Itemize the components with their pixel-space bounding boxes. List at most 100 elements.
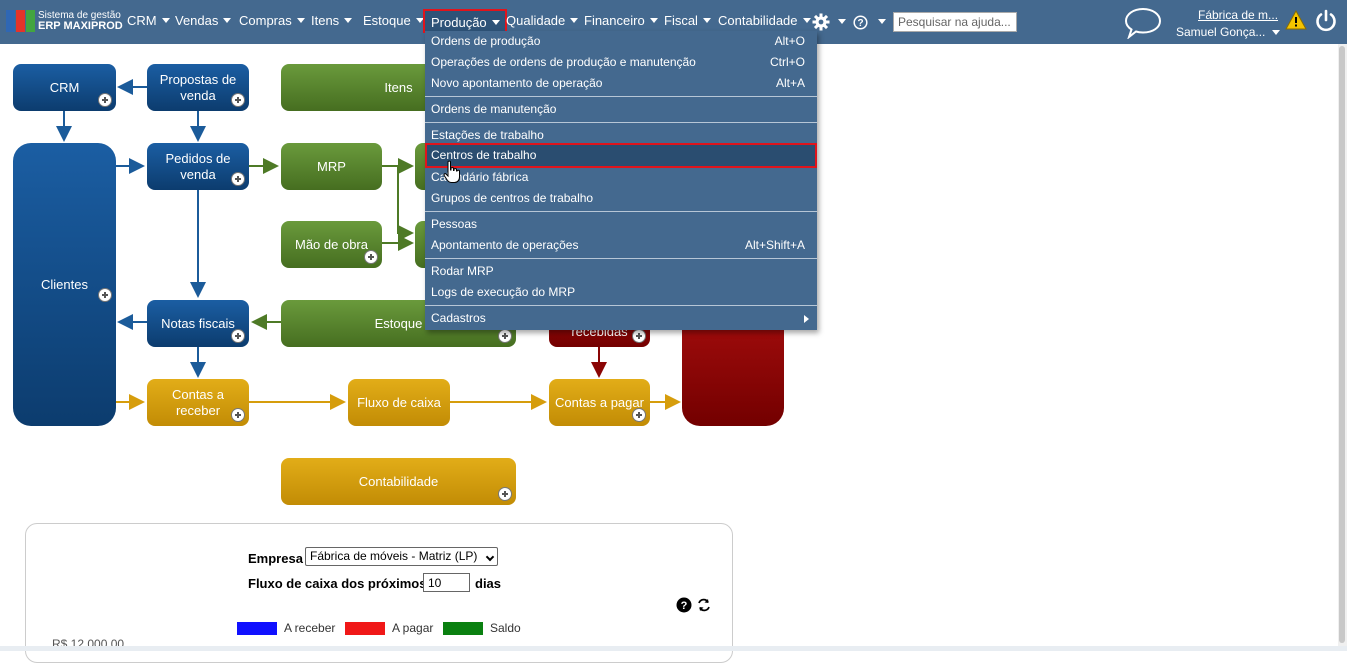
power-icon[interactable] <box>1314 9 1338 38</box>
add-icon[interactable] <box>231 172 245 186</box>
chevron-down-icon <box>415 18 424 23</box>
node-contas-receber-label: Contas a receber <box>171 386 225 418</box>
menu-crm[interactable]: CRM <box>127 11 170 31</box>
add-icon[interactable] <box>231 329 245 343</box>
logo-square-green <box>26 10 35 32</box>
menu-compras-label: Compras <box>239 13 292 28</box>
menu-financeiro[interactable]: Financeiro <box>584 11 658 31</box>
add-icon[interactable] <box>231 93 245 107</box>
user-chevron-down-icon[interactable] <box>1272 30 1280 35</box>
menu-item-label: Ordens de manutenção <box>431 102 557 116</box>
menu-item-shortcut: Alt+O <box>774 34 805 48</box>
add-icon[interactable] <box>632 329 646 343</box>
menu-fiscal[interactable]: Fiscal <box>664 11 711 31</box>
node-contabilidade-label: Contabilidade <box>358 473 439 489</box>
empresa-select[interactable]: Fábrica de móveis - Matriz (LP) <box>305 547 498 566</box>
chevron-down-icon <box>296 18 305 23</box>
node-fluxo-de-caixa[interactable]: Fluxo de caixa <box>348 379 450 426</box>
menu-item-label: Logs de execução do MRP <box>431 285 576 299</box>
node-pedidos-de-venda[interactable]: Pedidos de venda <box>147 143 249 190</box>
menu-item-label: Centros de trabalho <box>431 148 537 162</box>
legend-swatch-a-receber <box>237 622 277 635</box>
dias-input[interactable] <box>423 573 470 592</box>
menu-item-rodar-mrp[interactable]: Rodar MRP <box>425 261 817 282</box>
add-icon[interactable] <box>98 288 112 302</box>
menu-item-centros-de-trabalho[interactable]: Centros de trabalho <box>425 145 817 166</box>
chat-bubble-icon[interactable] <box>1124 7 1162 44</box>
settings-chevron-down-icon[interactable] <box>838 19 846 24</box>
menu-item-ordens-de-manutencao[interactable]: Ordens de manutenção <box>425 99 817 120</box>
help-chevron-down-icon[interactable] <box>878 19 886 24</box>
node-notas-fiscais-label: Notas fiscais <box>161 315 235 331</box>
menu-item-pessoas[interactable]: Pessoas <box>425 214 817 235</box>
menu-producao-label: Produção <box>431 15 487 30</box>
node-mao-de-obra-label: Mão de obra <box>295 236 368 252</box>
menu-item-logs-mrp[interactable]: Logs de execução do MRP <box>425 282 817 303</box>
add-icon[interactable] <box>498 329 512 343</box>
add-icon[interactable] <box>498 487 512 501</box>
menu-divider <box>425 258 817 259</box>
logo-square-red <box>16 10 25 32</box>
node-estoque-label: Estoque <box>374 315 423 331</box>
menu-item-label: Operações de ordens de produção e manute… <box>431 55 696 69</box>
chevron-down-icon <box>161 18 170 23</box>
company-link[interactable]: Fábrica de m... <box>1198 8 1279 22</box>
menu-item-estacoes-de-trabalho[interactable]: Estações de trabalho <box>425 125 817 146</box>
chevron-down-icon <box>649 18 658 23</box>
menu-item-label: Estações de trabalho <box>431 128 544 142</box>
menu-divider <box>425 211 817 212</box>
menu-item-shortcut: Alt+Shift+A <box>744 238 805 252</box>
scrollbar-thumb[interactable] <box>1339 46 1345 643</box>
node-pedidos-label: Pedidos de venda <box>165 150 231 182</box>
menu-item-operacoes-ordens[interactable]: Operações de ordens de produção e manute… <box>425 52 817 73</box>
node-propostas-de-venda[interactable]: Propostas de venda <box>147 64 249 111</box>
node-crm[interactable]: CRM <box>13 64 116 111</box>
node-clientes-label: Clientes <box>41 276 88 292</box>
node-mao-de-obra[interactable]: Mão de obra <box>281 221 382 268</box>
menu-estoque[interactable]: Estoque <box>363 11 424 31</box>
menu-item-grupos-centros[interactable]: Grupos de centros de trabalho <box>425 188 817 209</box>
help-circle-icon[interactable]: ? <box>676 597 692 618</box>
user-name[interactable]: Samuel Gonça... <box>1176 25 1266 39</box>
node-mrp[interactable]: MRP <box>281 143 382 190</box>
refresh-icon[interactable] <box>696 597 712 618</box>
chevron-right-icon <box>804 315 809 323</box>
add-icon[interactable] <box>98 93 112 107</box>
node-contas-a-receber[interactable]: Contas a receber <box>147 379 249 426</box>
node-contas-a-pagar[interactable]: Contas a pagar <box>549 379 650 426</box>
menu-compras[interactable]: Compras <box>239 11 305 31</box>
svg-text:?: ? <box>681 600 688 612</box>
logo-line2: ERP MAXIPROD <box>38 20 123 32</box>
fluxo-label: Fluxo de caixa dos próximos <box>248 576 427 591</box>
menu-vendas[interactable]: Vendas <box>175 11 232 31</box>
menu-producao[interactable]: Produção <box>423 9 507 33</box>
menu-item-label: Rodar MRP <box>431 264 494 278</box>
logo-line1: Sistema de gestão <box>38 10 121 21</box>
menu-itens[interactable]: Itens <box>311 11 353 31</box>
add-icon[interactable] <box>364 250 378 264</box>
flow-connectors <box>56 79 681 410</box>
maxiprod-logo[interactable] <box>6 10 35 32</box>
add-icon[interactable] <box>632 408 646 422</box>
node-crm-label: CRM <box>49 79 80 95</box>
menu-item-calendario-fabrica[interactable]: Calendário fábrica <box>425 167 817 188</box>
add-icon[interactable] <box>231 408 245 422</box>
help-icon[interactable]: ? <box>853 15 868 35</box>
menu-item-label: Grupos de centros de trabalho <box>431 191 594 205</box>
chevron-down-icon <box>702 18 711 23</box>
legend-label-a-pagar: A pagar <box>392 621 434 635</box>
node-contabilidade[interactable]: Contabilidade <box>281 458 516 505</box>
gear-icon[interactable] <box>812 13 830 36</box>
warning-icon[interactable] <box>1285 9 1307 35</box>
menu-qualidade[interactable]: Qualidade <box>506 11 579 31</box>
menu-item-cadastros[interactable]: Cadastros <box>425 308 817 329</box>
search-input[interactable] <box>893 12 1017 32</box>
legend-swatch-saldo <box>443 622 483 635</box>
menu-item-shortcut: Ctrl+O <box>769 55 805 69</box>
menu-contabilidade[interactable]: Contabilidade <box>718 11 811 31</box>
node-clientes[interactable]: Clientes <box>13 143 116 426</box>
node-notas-fiscais[interactable]: Notas fiscais <box>147 300 249 347</box>
